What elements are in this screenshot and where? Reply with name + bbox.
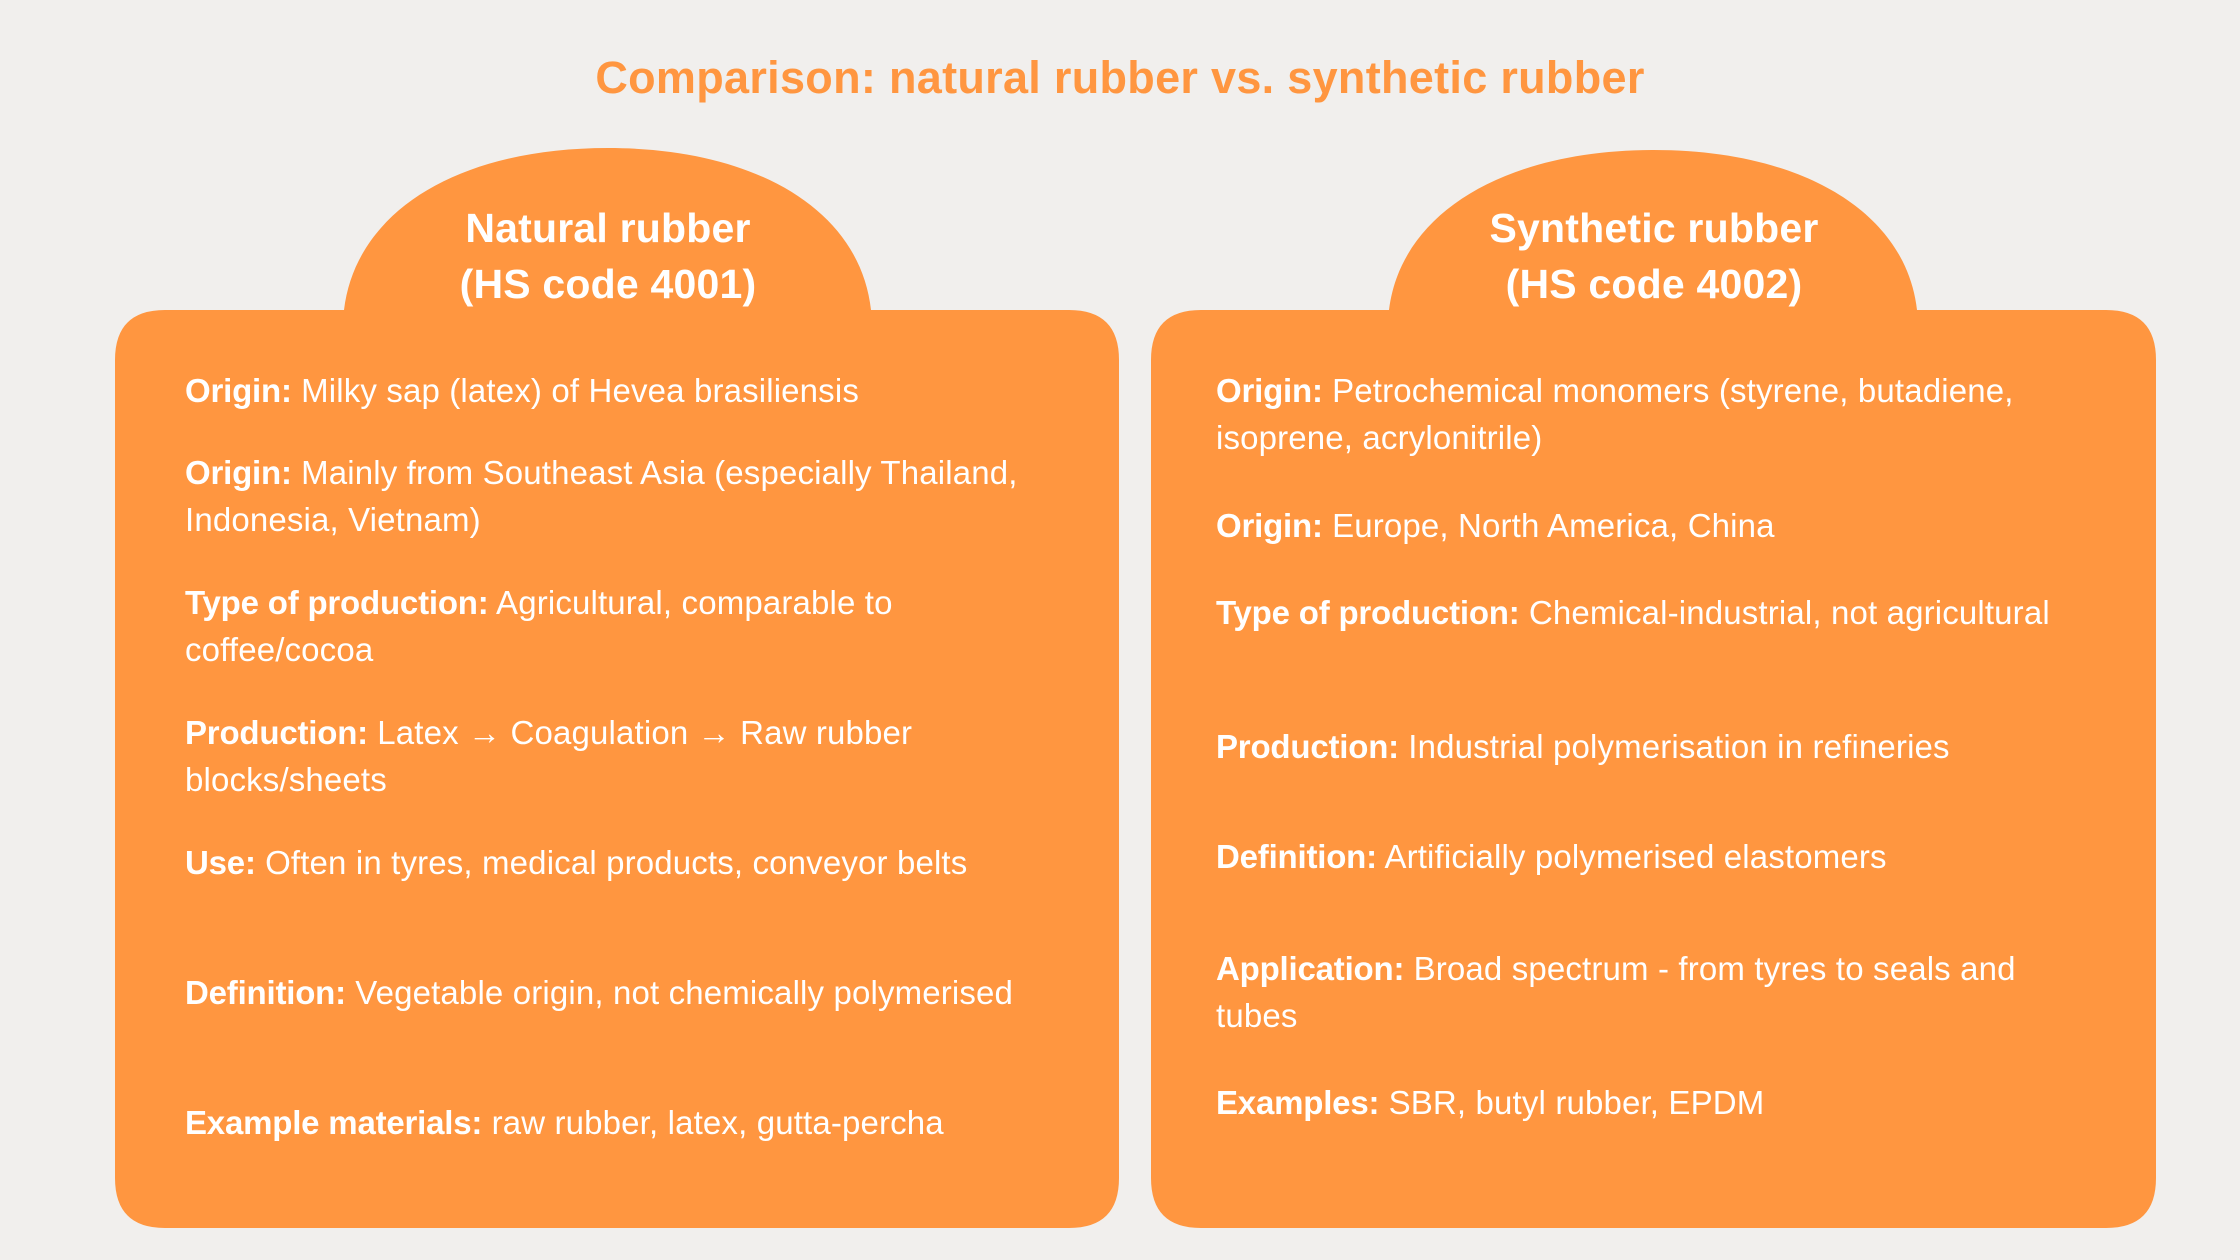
item-value: Agricultural, comparable to coffee/cocoa: [185, 584, 893, 668]
list-item: Type of production: Chemical-industrial,…: [1216, 589, 2096, 636]
list-item: Definition: Vegetable origin, not chemic…: [185, 969, 1045, 1016]
item-label: Use:: [185, 844, 256, 881]
item-label: Examples:: [1216, 1084, 1380, 1121]
list-item: Examples: SBR, butyl rubber, EPDM: [1216, 1079, 2096, 1126]
list-item: Production: Industrial polymerisation in…: [1216, 723, 2096, 770]
item-label: Production:: [185, 714, 368, 751]
item-value: Vegetable origin, not chemically polymer…: [355, 974, 1014, 1011]
item-value: SBR, butyl rubber, EPDM: [1388, 1084, 1765, 1121]
list-item: Origin: Europe, North America, China: [1216, 502, 2096, 549]
heading-title: Synthetic rubber: [1489, 205, 1819, 251]
item-label: Type of production:: [1216, 594, 1520, 631]
heading-hs-code: (HS code 4002): [1505, 261, 1803, 307]
item-value: Mainly from Southeast Asia (especially T…: [185, 454, 1018, 538]
item-label: Origin:: [1216, 507, 1323, 544]
list-item: Production: Latex → Coagulation → Raw ru…: [185, 709, 1045, 803]
item-label: Definition:: [1216, 838, 1377, 875]
list-item: Origin: Petrochemical monomers (styrene,…: [1216, 367, 2096, 461]
list-item: Type of production: Agricultural, compar…: [185, 579, 1045, 673]
item-value: Milky sap (latex) of Hevea brasiliensis: [301, 372, 859, 409]
item-label: Origin:: [185, 372, 292, 409]
page-title: Comparison: natural rubber vs. synthetic…: [595, 52, 1645, 103]
item-value: Petrochemical monomers (styrene, butadie…: [1216, 372, 2014, 456]
item-value: Latex → Coagulation → Raw rubber blocks/…: [185, 714, 913, 798]
item-label: Origin:: [185, 454, 292, 491]
synthetic-rubber-heading: Synthetic rubber (HS code 4002): [1404, 200, 1904, 312]
item-value: Broad spectrum - from tyres to seals and…: [1216, 950, 2016, 1034]
list-item: Definition: Artificially polymerised ela…: [1216, 833, 2096, 880]
natural-rubber-card: [115, 148, 1119, 1228]
item-value: Industrial polymerisation in refineries: [1408, 728, 1950, 765]
list-item: Example materials: raw rubber, latex, gu…: [185, 1099, 1045, 1146]
list-item: Origin: Milky sap (latex) of Hevea brasi…: [185, 367, 1045, 414]
list-item: Origin: Mainly from Southeast Asia (espe…: [185, 449, 1045, 543]
item-label: Origin:: [1216, 372, 1323, 409]
item-label: Type of production:: [185, 584, 489, 621]
natural-rubber-card-shape: [115, 148, 1119, 1228]
item-value: Chemical-industrial, not agricultural: [1528, 594, 2050, 631]
list-item: Application: Broad spectrum - from tyres…: [1216, 945, 2096, 1039]
item-value: Artificially polymerised elastomers: [1384, 838, 1887, 875]
heading-title: Natural rubber: [465, 205, 751, 251]
item-label: Application:: [1216, 950, 1405, 987]
item-value: Often in tyres, medical products, convey…: [265, 844, 968, 881]
item-label: Example materials:: [185, 1104, 483, 1141]
item-label: Definition:: [185, 974, 346, 1011]
item-value: raw rubber, latex, gutta-percha: [491, 1104, 944, 1141]
item-value: Europe, North America, China: [1332, 507, 1775, 544]
item-label: Production:: [1216, 728, 1399, 765]
list-item: Use: Often in tyres, medical products, c…: [185, 839, 1045, 886]
heading-hs-code: (HS code 4001): [459, 261, 757, 307]
natural-rubber-heading: Natural rubber (HS code 4001): [358, 200, 858, 312]
